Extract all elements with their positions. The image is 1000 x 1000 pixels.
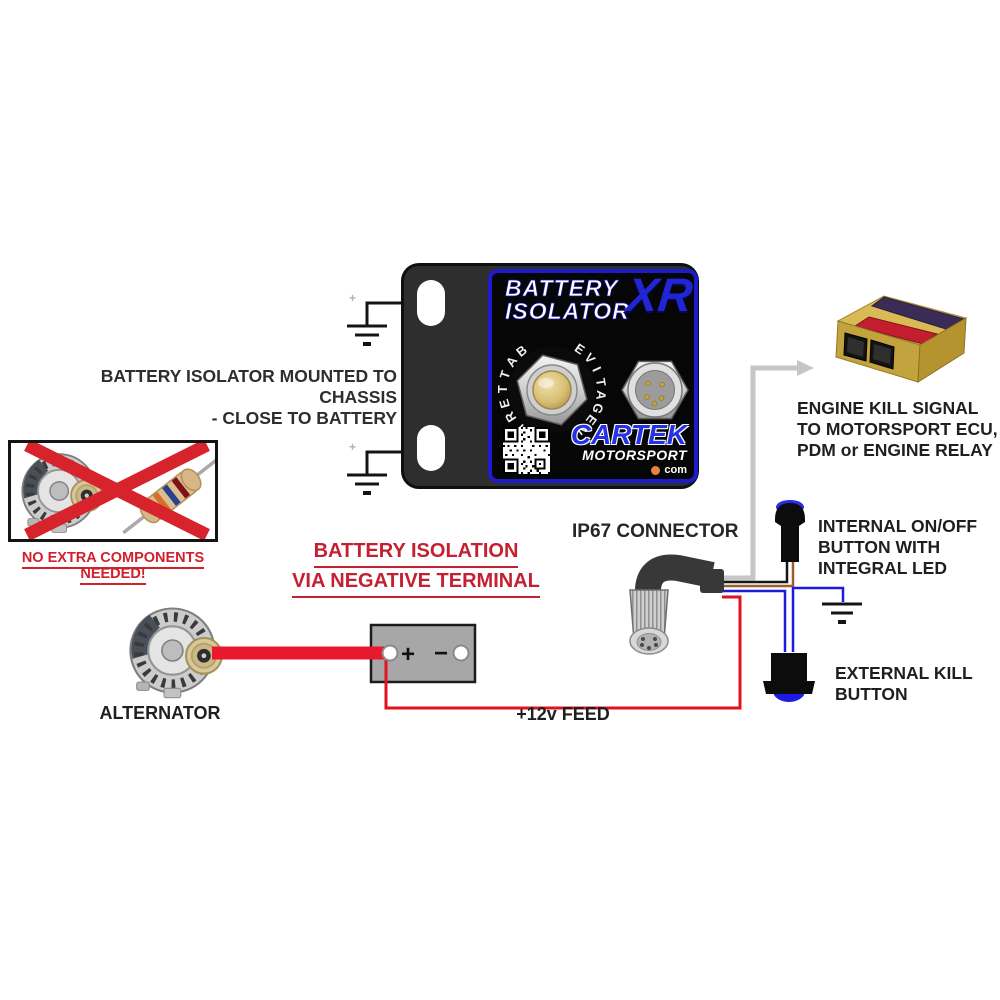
feed-label: +12v FEED bbox=[516, 704, 610, 724]
engine-kill-line2: TO MOTORSPORT ECU, bbox=[797, 419, 998, 439]
arrowhead-icon bbox=[797, 360, 814, 376]
ip67-connector-label: IP67 CONNECTOR bbox=[572, 521, 739, 542]
no-extra-components-box bbox=[8, 440, 218, 542]
brand-cartek: CARTEK bbox=[570, 419, 687, 450]
external-button-line2: BUTTON bbox=[835, 684, 908, 704]
device-title: BATTERY ISOLATOR bbox=[505, 275, 630, 324]
battery-negative-terminal bbox=[452, 644, 470, 662]
internal-button-label: INTERNAL ON/OFF BUTTON WITH INTEGRAL LED bbox=[818, 516, 977, 579]
stud-letter: T bbox=[497, 369, 514, 381]
battery-positive-terminal bbox=[381, 644, 399, 662]
mounted-line1: BATTERY ISOLATOR MOUNTED TO CHASSIS bbox=[100, 366, 397, 407]
ip67-socket-connector bbox=[621, 360, 689, 420]
alternator-graphic bbox=[130, 609, 221, 698]
device-title-line1: BATTERY bbox=[505, 275, 619, 301]
mounting-hole-bottom bbox=[417, 425, 445, 471]
isolator-label: B A T T E R Y N E G A T I V E bbox=[488, 268, 698, 483]
external-kill-button bbox=[763, 653, 815, 702]
brand-domain: com bbox=[664, 464, 687, 476]
battery-graphic: + − bbox=[212, 595, 742, 710]
internal-button-line2: BUTTON WITH bbox=[818, 537, 941, 557]
mounting-hole-top bbox=[417, 280, 445, 326]
ground-symbol-right bbox=[822, 602, 862, 624]
wire-black bbox=[722, 560, 789, 584]
chassis-ground-top bbox=[347, 301, 410, 346]
external-button-label: EXTERNAL KILL BUTTON bbox=[835, 663, 973, 705]
stud-letter: T bbox=[495, 385, 510, 393]
battery-isolator-device: B A T T E R Y N E G A T I V E bbox=[401, 263, 699, 489]
brand-block: CARTEK MOTORSPORT com bbox=[570, 419, 687, 477]
isolation-line2: VIA NEGATIVE TERMINAL bbox=[292, 568, 540, 598]
crossed-components-art bbox=[11, 443, 215, 539]
chassis-ground-bottom bbox=[347, 450, 410, 495]
isolation-heading: BATTERY ISOLATION VIA NEGATIVE TERMINAL bbox=[288, 538, 544, 598]
internal-onoff-button bbox=[775, 500, 805, 562]
engine-kill-line3: PDM or ENGINE RELAY bbox=[797, 440, 993, 460]
ecu-graphic bbox=[835, 295, 968, 383]
internal-button-line1: INTERNAL ON/OFF bbox=[818, 516, 978, 536]
brand-dot-icon bbox=[651, 465, 661, 475]
battery-plus-sign: + bbox=[401, 641, 415, 668]
internal-button-line3: INTEGRAL LED bbox=[818, 558, 947, 578]
stud-letter: E bbox=[496, 397, 513, 410]
engine-kill-line1: ENGINE KILL SIGNAL bbox=[797, 398, 979, 418]
kill-signal-wire bbox=[722, 360, 814, 581]
isolation-line1: BATTERY ISOLATION bbox=[313, 538, 519, 568]
wire-blue-b bbox=[791, 586, 845, 652]
polarity-mark-bottom: + bbox=[349, 440, 356, 454]
ip67-connector-graphic bbox=[629, 554, 724, 655]
polarity-mark-top: + bbox=[349, 291, 356, 305]
device-title-line2: ISOLATOR bbox=[505, 298, 630, 324]
brand-motorsport: MOTORSPORT bbox=[582, 447, 687, 463]
negative-stud-connector bbox=[509, 347, 595, 433]
engine-kill-label: ENGINE KILL SIGNAL TO MOTORSPORT ECU, PD… bbox=[797, 398, 998, 461]
red-cross-icon bbox=[24, 443, 210, 539]
no-extra-components-label: NO EXTRA COMPONENTS NEEDED! bbox=[4, 550, 222, 585]
external-button-line1: EXTERNAL KILL bbox=[835, 663, 973, 683]
stud-letter: T bbox=[593, 377, 609, 387]
wire-brown bbox=[722, 560, 795, 588]
no-extra-text: NO EXTRA COMPONENTS NEEDED! bbox=[21, 550, 205, 585]
device-title-xr: XR bbox=[623, 268, 695, 321]
stud-letter: I bbox=[589, 364, 604, 374]
qr-code bbox=[503, 427, 550, 474]
wire-12v-feed bbox=[384, 595, 742, 710]
mounted-to-chassis-label: BATTERY ISOLATOR MOUNTED TO CHASSIS - CL… bbox=[40, 366, 397, 429]
alternator-label: ALTERNATOR bbox=[99, 703, 221, 723]
battery-minus-sign: − bbox=[434, 640, 448, 667]
mounted-line2: - CLOSE TO BATTERY bbox=[211, 408, 397, 428]
stud-letter: A bbox=[593, 390, 609, 402]
wire-blue-a bbox=[722, 589, 787, 652]
